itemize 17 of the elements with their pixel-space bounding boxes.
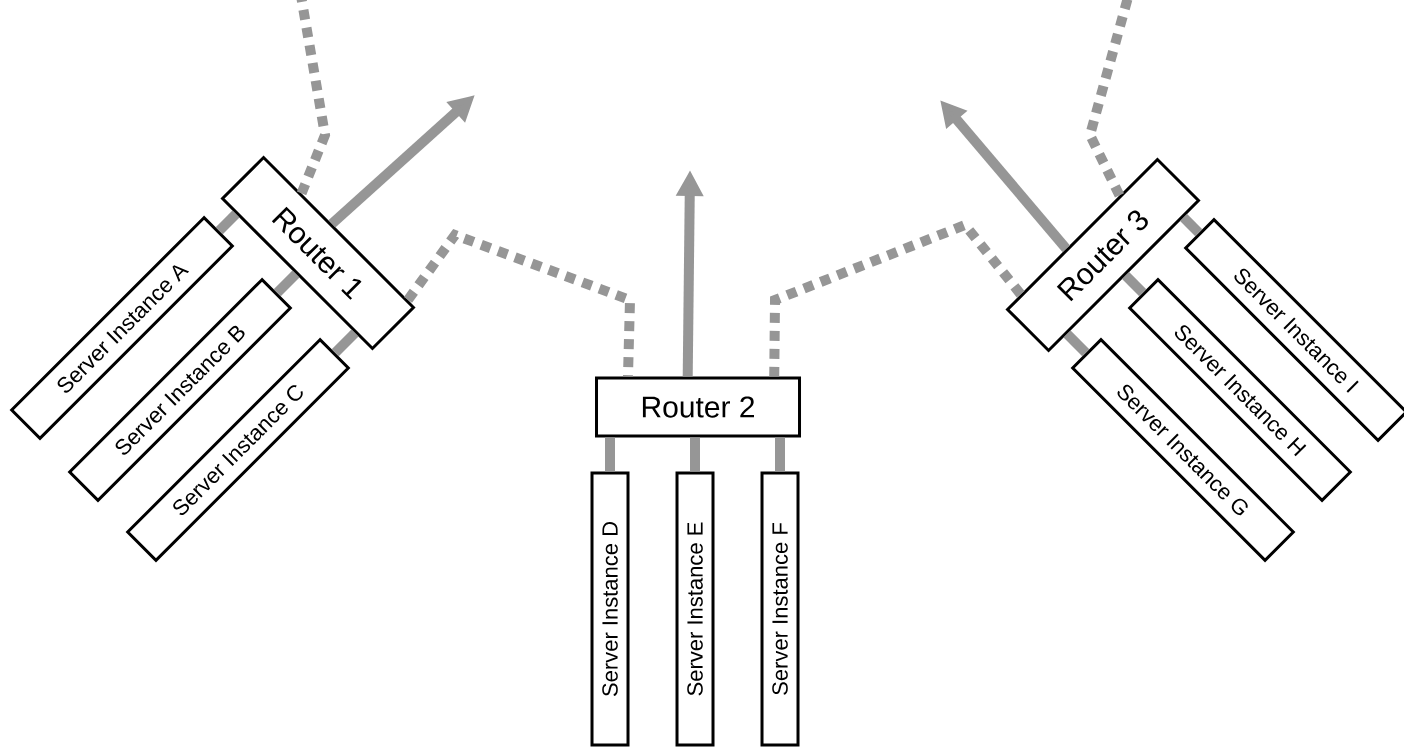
dashed-connector xyxy=(769,219,1025,377)
connector-line xyxy=(690,437,700,472)
connector-line xyxy=(1180,214,1203,237)
router-box: Router 2 xyxy=(595,376,801,438)
connector-line xyxy=(1122,272,1147,297)
connector-line xyxy=(1063,330,1090,357)
server-instance-box: Server Instance F xyxy=(760,471,800,747)
connector-line xyxy=(273,270,300,297)
dashed-connector xyxy=(403,229,636,377)
connector-line xyxy=(775,437,785,472)
dashed-connector xyxy=(295,0,331,196)
dashed-connector xyxy=(1084,0,1135,198)
server-instance-box: Server Instance D xyxy=(590,471,630,747)
connector-line xyxy=(215,210,240,235)
server-instance-box: Server Instance E xyxy=(675,471,715,747)
connector-line xyxy=(605,437,615,472)
connector-line xyxy=(331,329,359,357)
